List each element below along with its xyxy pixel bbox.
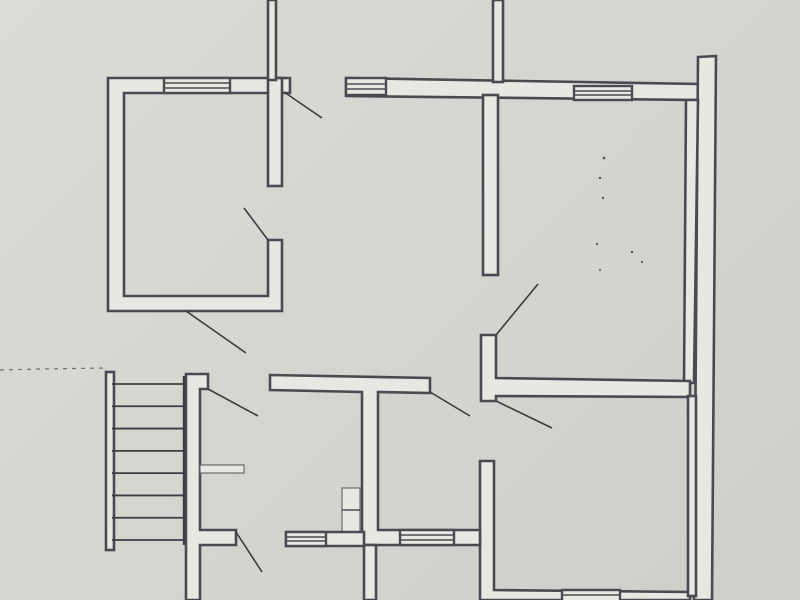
upper-right-bottom-wall <box>479 333 692 403</box>
drawing-specks <box>595 156 644 271</box>
closet-walls <box>184 372 238 600</box>
lower-right-inner-wall <box>686 394 698 598</box>
upper-right-left-wall <box>481 93 500 277</box>
window-top-left <box>162 76 232 95</box>
center-lower-wall <box>362 543 378 600</box>
stair-left-post <box>104 370 116 552</box>
upper-right-room <box>344 0 718 600</box>
door-upper-left-side <box>243 207 269 241</box>
center-t-wall <box>268 373 482 547</box>
lower-left-closet <box>184 372 245 600</box>
window-bottom-left <box>284 530 328 548</box>
closet-shelf <box>199 464 245 474</box>
upper-left-room-walls <box>106 76 292 313</box>
upper-left-room-inner-wall <box>266 76 284 188</box>
staircase <box>104 370 186 552</box>
upper-left-room <box>106 0 292 313</box>
door-closet-bottom <box>235 531 263 573</box>
lower-right-room-walls <box>478 459 692 600</box>
door-closet-top <box>207 388 259 417</box>
stair-treads <box>112 383 184 541</box>
window-bottom-right <box>560 588 622 600</box>
door-upper-right <box>495 283 539 336</box>
small-center-room <box>268 373 482 600</box>
upper-right-top-wall <box>344 76 702 102</box>
door-lower-right <box>495 400 553 429</box>
upper-right-riser-wall <box>491 0 505 84</box>
door-center-room <box>429 391 471 417</box>
window-top-center <box>344 76 388 97</box>
window-top-right <box>572 84 634 102</box>
lower-right-room <box>478 394 698 600</box>
door-upper-left-bottom <box>185 310 247 354</box>
door-upper-left-top <box>283 91 323 119</box>
upper-right-inner-wall <box>682 98 700 385</box>
window-bottom-center <box>398 528 456 547</box>
upper-left-top-wall <box>266 0 278 82</box>
construction-line <box>0 367 109 371</box>
